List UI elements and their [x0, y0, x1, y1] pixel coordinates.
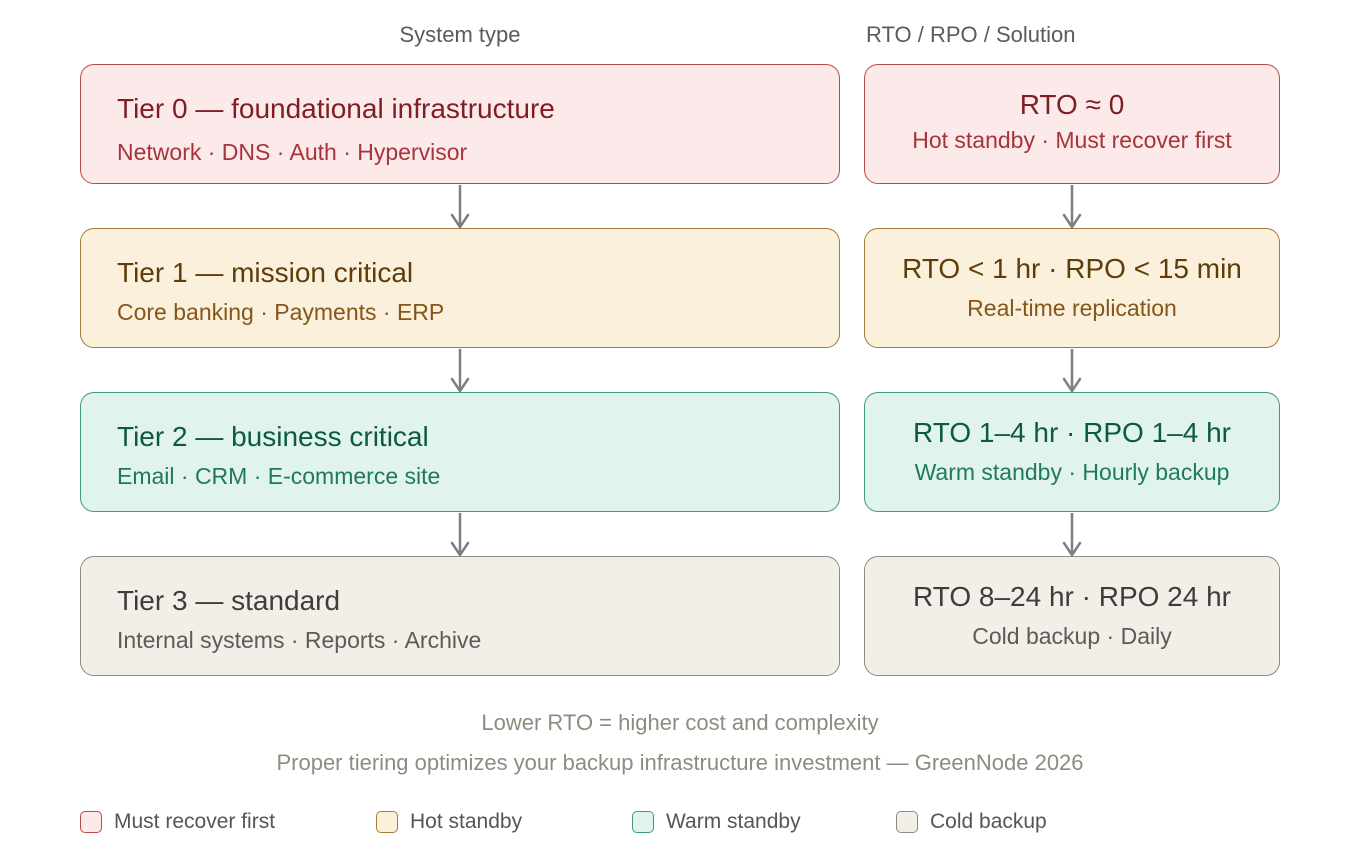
tier-2-rto-box: RTO 1–4 hr · RPO 1–4 hr Warm standby · H… — [864, 392, 1280, 512]
tier-2-metric: RTO 1–4 hr · RPO 1–4 hr — [913, 417, 1231, 448]
arrow-head-left-0 — [450, 213, 470, 229]
tier-2-solution: Warm standby · Hourly backup — [914, 459, 1230, 485]
arrow-head-right-0 — [1062, 213, 1082, 229]
tier-2-systems: Email · CRM · E-commerce site — [117, 463, 441, 489]
arrow-head-right-2 — [1062, 541, 1082, 557]
tier-2-title: Tier 2 — business critical — [117, 421, 429, 452]
tier-1-systems: Core banking · Payments · ERP — [117, 299, 445, 325]
footnote-source: Proper tiering optimizes your backup inf… — [276, 750, 1084, 775]
arrow-head-left-2 — [450, 541, 470, 557]
tier-3-rto-box: RTO 8–24 hr · RPO 24 hr Cold backup · Da… — [864, 556, 1280, 676]
tier-1-title: Tier 1 — mission critical — [117, 257, 414, 288]
legend-item-warm-standby: Warm standby — [632, 810, 801, 834]
legend-label: Cold backup — [930, 810, 1047, 833]
tier-1-metric: RTO < 1 hr · RPO < 15 min — [902, 253, 1242, 284]
arrow-head-left-1 — [450, 377, 470, 393]
legend: Must recover first Hot standby Warm stan… — [0, 810, 1360, 840]
legend-label: Must recover first — [114, 810, 276, 833]
tier-3-solution: Cold backup · Daily — [972, 623, 1172, 649]
tier-3-systems: Internal systems · Reports · Archive — [117, 627, 482, 653]
tier-0-solution: Hot standby · Must recover first — [912, 127, 1232, 153]
legend-label: Warm standby — [666, 810, 801, 833]
legend-swatch — [376, 811, 398, 833]
tier-1-system-box: Tier 1 — mission critical Core banking ·… — [80, 228, 840, 348]
legend-item-cold-backup: Cold backup — [896, 810, 1047, 834]
tier-3-metric: RTO 8–24 hr · RPO 24 hr — [913, 581, 1231, 612]
tier-0-title: Tier 0 — foundational infrastructure — [117, 93, 555, 124]
tier-0-system-box: Tier 0 — foundational infrastructure Net… — [80, 64, 840, 184]
legend-label: Hot standby — [410, 810, 523, 833]
arrow-head-right-1 — [1062, 377, 1082, 393]
tier-0-metric: RTO ≈ 0 — [1019, 89, 1125, 120]
tier-0-systems: Network · DNS · Auth · Hypervisor — [117, 139, 468, 165]
column-header-rto-rpo-solution: RTO / RPO / Solution — [866, 22, 1076, 47]
legend-swatch — [80, 811, 102, 833]
legend-item-hot-standby: Hot standby — [376, 810, 522, 834]
tier-0-rto-box: RTO ≈ 0 Hot standby · Must recover first — [864, 64, 1280, 184]
legend-item-must-recover-first: Must recover first — [80, 810, 275, 834]
tier-1-solution: Real-time replication — [967, 295, 1177, 321]
tier-3-system-box: Tier 3 — standard Internal systems · Rep… — [80, 556, 840, 676]
tier-1-rto-box: RTO < 1 hr · RPO < 15 min Real-time repl… — [864, 228, 1280, 348]
footnote-cost: Lower RTO = higher cost and complexity — [481, 710, 879, 735]
column-header-system-type: System type — [399, 22, 521, 47]
tier-3-title: Tier 3 — standard — [117, 585, 341, 616]
legend-swatch — [896, 811, 918, 833]
legend-swatch — [632, 811, 654, 833]
tier-2-system-box: Tier 2 — business critical Email · CRM ·… — [80, 392, 840, 512]
